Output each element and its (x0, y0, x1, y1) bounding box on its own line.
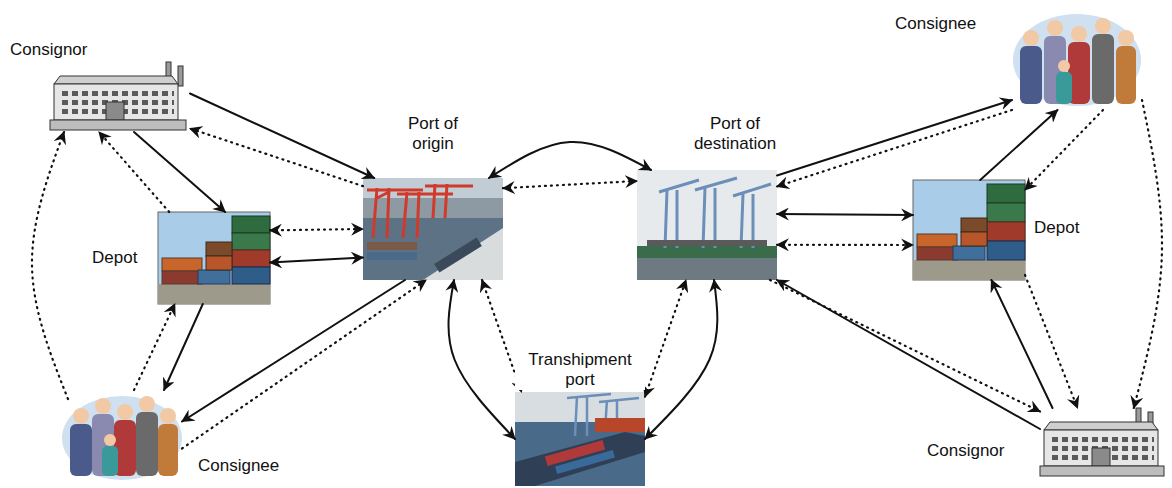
node-box: Depot (913, 180, 1025, 280)
node-label: Depot (90, 248, 139, 268)
node-label: Consignee (196, 456, 281, 476)
dotted-flow-arrow (777, 110, 1012, 187)
node-box: Consignee (1012, 10, 1142, 110)
port-photo (515, 392, 645, 486)
people-group (1013, 14, 1141, 106)
factory-icon (50, 62, 186, 130)
node-box: Consignor (50, 62, 190, 132)
solid-flow-arrow (164, 304, 203, 390)
people-group (62, 396, 182, 480)
solid-flow-arrow (777, 100, 1012, 176)
node-label: Consignor (925, 441, 1007, 461)
solid-flow-arrow (777, 214, 913, 215)
dotted-flow-arrow (1025, 275, 1078, 408)
node-box: Port of destination (637, 170, 777, 280)
node-box: Port of origin (363, 178, 503, 280)
node-label: Transhipment port (515, 350, 645, 390)
solid-flow-arrow (190, 94, 374, 179)
solid-flow-arrow (270, 258, 363, 263)
dotted-flow-arrow (182, 280, 426, 449)
dotted-flow-arrow (777, 244, 913, 246)
dotted-flow-arrow (99, 132, 169, 212)
port-photo (363, 178, 503, 280)
solid-flow-arrow (489, 142, 651, 178)
node-label: Depot (1032, 218, 1081, 238)
solid-flow-arrow (134, 132, 225, 212)
dotted-flow-arrow (770, 280, 1040, 412)
dotted-flow-arrow (645, 280, 686, 397)
solid-flow-arrow (182, 280, 405, 422)
factory-icon (1040, 408, 1164, 476)
dotted-flow-arrow (503, 181, 637, 188)
node-label: Port of origin (388, 114, 478, 154)
dotted-flow-arrow (190, 129, 363, 187)
dotted-flow-arrow (32, 132, 68, 399)
dotted-flow-arrow (1025, 110, 1103, 190)
depot-photo (158, 212, 270, 304)
node-label: Consignee (893, 14, 978, 34)
node-box: Depot (158, 212, 270, 304)
dotted-flow-arrow (1134, 100, 1162, 408)
dotted-flow-arrow (270, 229, 363, 230)
node-label: Port of destination (685, 114, 785, 154)
node-label: Consignor (8, 40, 90, 60)
node-box: Consignor (1040, 408, 1165, 478)
solid-flow-arrow (980, 110, 1057, 180)
depot-photo (913, 180, 1025, 280)
solid-flow-arrow (645, 280, 717, 439)
node-box: Consignee (62, 390, 182, 480)
solid-flow-arrow (449, 280, 515, 439)
solid-flow-arrow (777, 280, 1040, 429)
port-photo (637, 170, 777, 280)
dotted-flow-arrow (134, 304, 175, 390)
solid-flow-arrow (991, 280, 1052, 408)
node-box: Transhipment port (515, 392, 645, 486)
